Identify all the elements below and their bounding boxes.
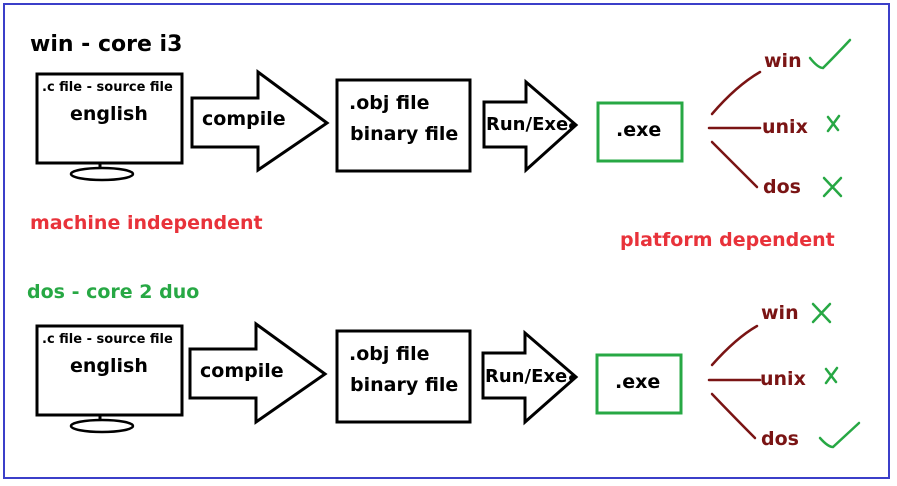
- bottom-os-unix: unix: [760, 368, 806, 390]
- bottom-obj-line1: .obj file: [349, 343, 430, 365]
- bottom-exe-box: [595, 353, 683, 415]
- machine-independent-label: machine independent: [30, 212, 263, 234]
- top-os-win: win: [764, 50, 802, 72]
- bottom-obj-line2: binary file: [350, 374, 459, 396]
- bottom-os-dos: dos: [761, 428, 799, 450]
- bottom-compile-arrow: [188, 321, 328, 425]
- top-os-unix: unix: [762, 116, 808, 138]
- diagram-frame: [3, 3, 890, 479]
- bottom-win-cross-icon: [811, 302, 832, 324]
- top-win-check-icon: [808, 38, 852, 70]
- platform-dependent-label: platform dependent: [620, 229, 835, 251]
- top-monitor: [35, 72, 184, 182]
- bottom-run-arrow: [481, 329, 579, 426]
- bottom-obj-box: [335, 329, 472, 424]
- top-monitor-line1: .c file - source file: [42, 80, 173, 95]
- top-exe-label: .exe: [616, 119, 662, 141]
- top-obj-line2: binary file: [350, 123, 459, 145]
- top-os-branches: [707, 70, 762, 189]
- top-heading: win - core i3: [30, 32, 183, 57]
- top-run-arrow: [482, 78, 579, 174]
- top-dos-cross-icon: [822, 176, 843, 198]
- bottom-heading: dos - core 2 duo: [27, 281, 200, 303]
- bottom-exe-label: .exe: [615, 371, 661, 393]
- top-compile-label: compile: [202, 108, 286, 130]
- top-os-dos: dos: [763, 176, 801, 198]
- bottom-monitor-line2: english: [70, 355, 148, 377]
- bottom-os-win: win: [761, 302, 799, 324]
- top-run-label: Run/Exe: [486, 114, 569, 135]
- bottom-monitor-line1: .c file - source file: [42, 332, 173, 347]
- top-exe-box: [596, 101, 684, 163]
- bottom-monitor: [35, 324, 184, 434]
- bottom-dos-check-icon: [818, 421, 861, 449]
- bottom-os-branches: [707, 324, 762, 440]
- bottom-unix-cross-icon: [824, 366, 839, 385]
- top-unix-cross-icon: [826, 114, 841, 133]
- top-obj-box: [335, 78, 472, 173]
- top-monitor-line2: english: [70, 103, 148, 125]
- top-obj-line1: .obj file: [349, 92, 430, 114]
- top-compile-arrow: [190, 69, 330, 173]
- bottom-run-label: Run/Exe: [485, 366, 568, 387]
- bottom-compile-label: compile: [200, 360, 284, 382]
